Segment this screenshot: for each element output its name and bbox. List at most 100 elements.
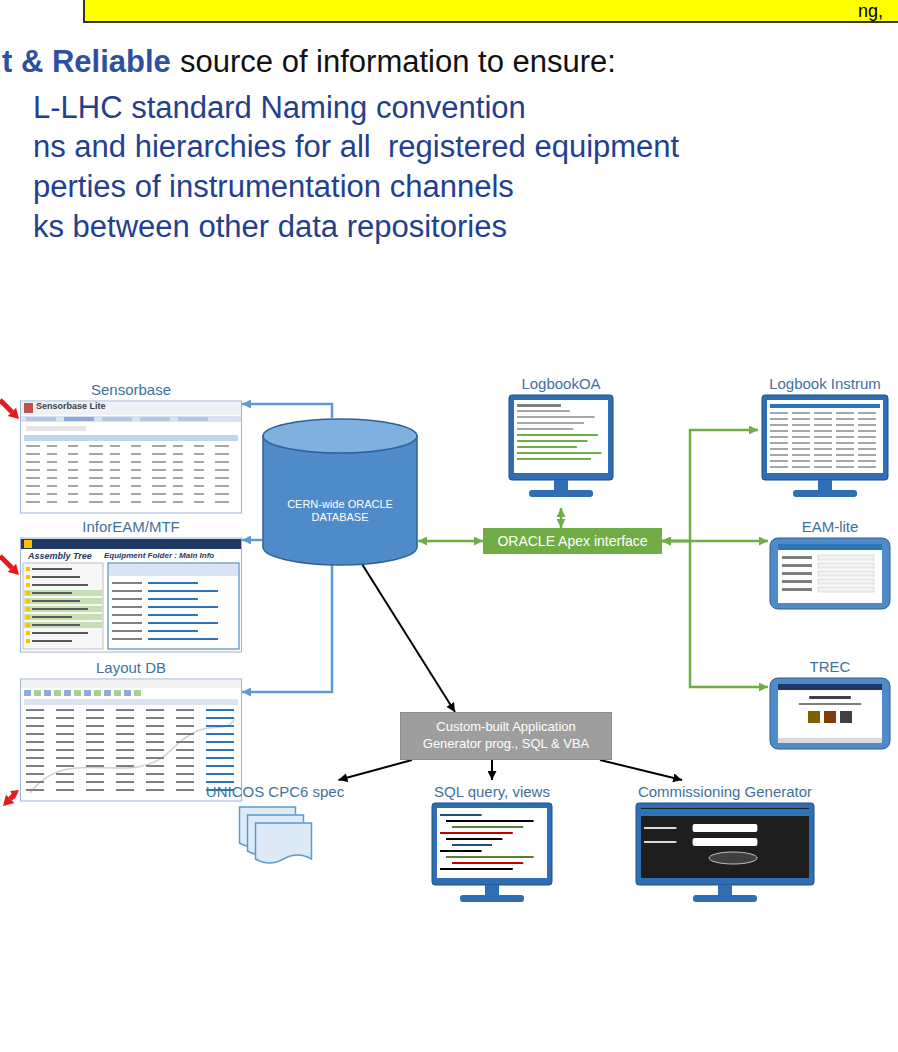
screen-line — [517, 452, 601, 454]
table-link — [206, 781, 234, 783]
table-cell — [26, 741, 44, 743]
table-cell — [110, 461, 120, 463]
search-field — [26, 426, 86, 431]
screen-cell — [836, 454, 854, 456]
table-header — [24, 435, 238, 441]
table-cell — [176, 733, 194, 735]
table-cell — [56, 749, 74, 751]
table-cell — [173, 445, 183, 447]
screen-line — [517, 422, 584, 424]
tablet-device: EAM-lite — [768, 515, 892, 611]
table-cell — [215, 453, 229, 455]
table-cell — [86, 765, 104, 767]
application-screenshot: InforEAM/MTF — [20, 515, 242, 653]
connector-arrow — [418, 540, 483, 543]
table-cell — [176, 741, 194, 743]
table-cell — [26, 773, 44, 775]
screen-cell — [836, 424, 854, 426]
bullet-text: perties of instrumentation channels — [33, 169, 514, 205]
info-key — [112, 614, 142, 616]
screenshot-frame — [21, 538, 242, 652]
table-cell — [110, 445, 120, 447]
node-caption: LogbookOA — [505, 372, 617, 393]
table-cell — [131, 453, 141, 455]
table-cell — [116, 725, 134, 727]
table-cell — [173, 501, 183, 503]
screen-picture — [840, 711, 852, 723]
monitor-screen: Commissioning Generator — [632, 780, 818, 912]
screen-cell — [858, 412, 876, 414]
table-cell — [86, 741, 104, 743]
screen-cell — [858, 436, 876, 438]
info-key — [112, 606, 142, 608]
tree-highlight — [24, 614, 102, 620]
exchange-arrow-head — [3, 795, 14, 806]
screen-cell — [836, 460, 854, 462]
screen-picture — [808, 711, 820, 723]
nav-tab — [64, 417, 94, 421]
screen-line — [517, 446, 577, 448]
node-shape — [505, 372, 617, 508]
screen-cell — [814, 418, 832, 420]
tablet-screen — [778, 544, 882, 603]
screen-cell — [836, 430, 854, 432]
table-cell — [176, 789, 194, 791]
screen-cell — [770, 454, 788, 456]
screen-cell — [858, 418, 876, 420]
code-line — [446, 820, 534, 822]
screen-header — [778, 684, 882, 690]
table-cell — [131, 469, 141, 471]
table-cell — [86, 757, 104, 759]
table-cell — [68, 461, 78, 463]
info-value — [148, 582, 198, 584]
table-cell — [194, 453, 204, 455]
node-caption: Layout DB — [20, 656, 242, 677]
tree-highlight — [24, 606, 102, 612]
table-link — [206, 765, 234, 767]
input-arrow-head — [8, 408, 19, 419]
screen-cell — [792, 418, 810, 420]
table-cell — [26, 781, 44, 783]
table-cell — [173, 493, 183, 495]
table-cell — [86, 749, 104, 751]
form-label — [782, 564, 812, 567]
table-cell — [173, 477, 183, 479]
table-cell — [194, 485, 204, 487]
table-cell — [152, 461, 166, 463]
table-cell — [56, 773, 74, 775]
process-box: Custom-built Application Generator prog.… — [400, 712, 612, 760]
monitor-base — [460, 895, 524, 902]
monitor-screen: LogbookOA — [505, 372, 617, 508]
table-cell — [173, 485, 183, 487]
monitor-neck — [554, 480, 568, 490]
tree-folder — [26, 607, 30, 611]
table-cell — [176, 781, 194, 783]
table-cell — [68, 501, 78, 503]
monitor-neck — [818, 480, 832, 490]
database-cylinder: CERN-wide ORACLE DATABASE — [262, 418, 418, 565]
table-cell — [26, 709, 44, 711]
info-key — [112, 582, 142, 584]
screen-cell — [814, 460, 832, 462]
table-cell — [194, 461, 204, 463]
table-cell — [26, 461, 40, 463]
bullet-text: ks between other data repositories — [33, 209, 507, 245]
monitor-screen: Logbook Instrum — [758, 372, 892, 508]
nav-tab — [26, 417, 56, 421]
table-cell — [152, 453, 166, 455]
screen-cell — [770, 412, 788, 414]
input-field — [693, 824, 758, 832]
node-caption: Logbook Instrum — [758, 372, 892, 393]
layout-sketch — [30, 719, 235, 793]
table-cell — [56, 733, 74, 735]
table-cell — [131, 461, 141, 463]
node-caption: UNICOS CPC6 spec — [202, 780, 349, 801]
table-cell — [26, 749, 44, 751]
info-band — [109, 564, 238, 576]
screen-line — [517, 416, 594, 418]
table-cell — [194, 445, 204, 447]
table-cell — [215, 469, 229, 471]
table-cell — [116, 773, 134, 775]
toolbar-icon — [64, 690, 71, 696]
table-cell — [152, 477, 166, 479]
